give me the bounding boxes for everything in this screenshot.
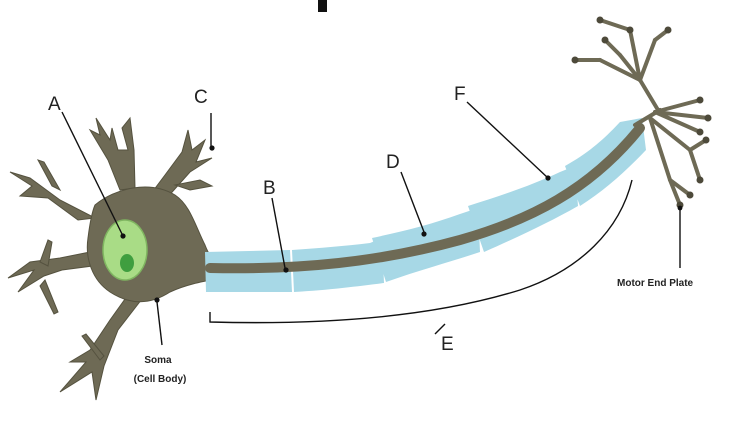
label-d: D <box>386 152 400 173</box>
label-a: A <box>48 94 61 115</box>
label-f: F <box>454 84 466 105</box>
label-b: B <box>263 178 276 199</box>
caption-soma: Soma <box>144 355 172 366</box>
caption-cell-body: (Cell Body) <box>134 374 187 385</box>
label-e: E <box>441 334 454 355</box>
cropped-title-glyph <box>318 0 327 12</box>
caption-motor-end-plate: Motor End Plate <box>617 278 694 289</box>
label-c: C <box>194 87 208 108</box>
nucleolus <box>120 254 134 272</box>
